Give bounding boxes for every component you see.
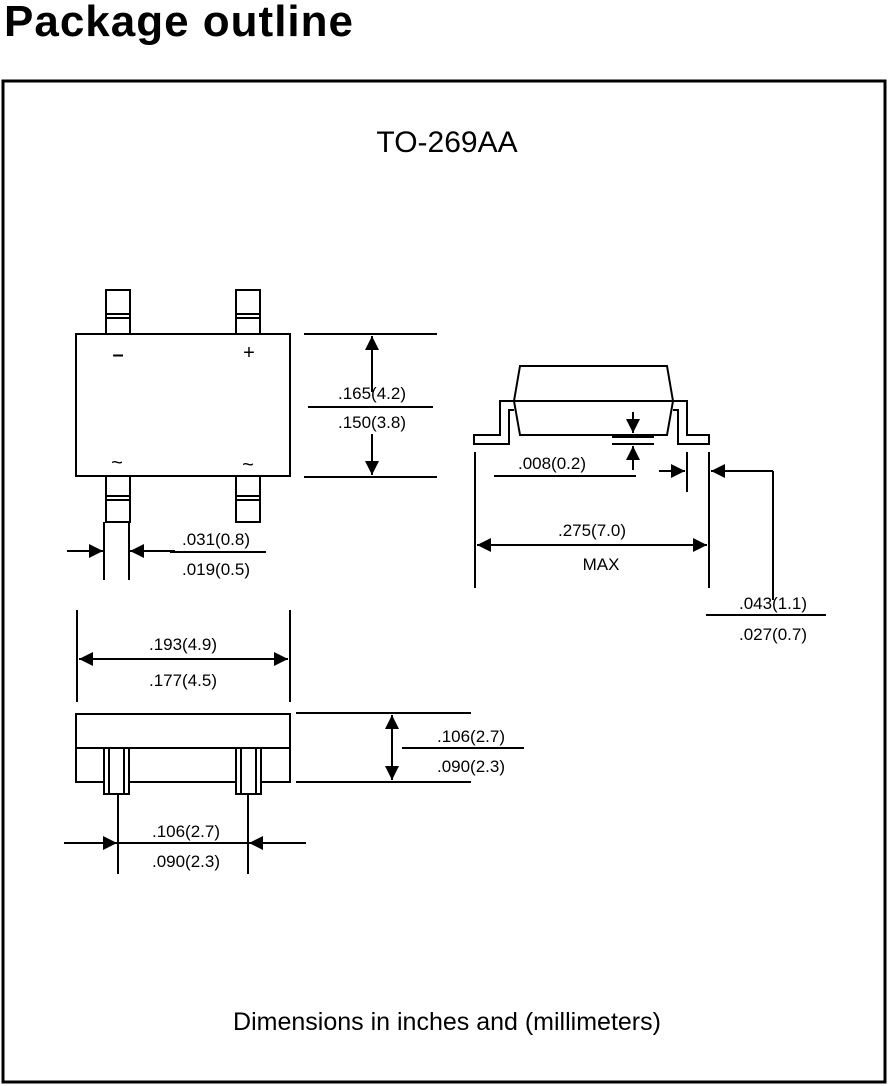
lead-foot-dimension [659, 452, 826, 616]
package-name: TO-269AA [376, 126, 517, 159]
top-view-body [75, 333, 291, 477]
lead-top-left [105, 289, 131, 336]
minus-label: – [112, 344, 123, 366]
lead-pitch-dimension [64, 794, 306, 874]
overall-length-dimension [474, 452, 707, 588]
body-height-dimension [304, 333, 437, 478]
profile-view [473, 365, 710, 445]
overall-length-value: .275(7.0) [558, 521, 626, 540]
body-width-min: .177(4.5) [149, 671, 217, 690]
lead-pitch-max: .106(2.7) [152, 822, 220, 841]
drawing-frame [1, 79, 887, 1084]
side-lead-left [103, 747, 130, 795]
lead-top-right [235, 289, 261, 336]
plus-label: + [243, 342, 255, 364]
side-view [75, 713, 291, 795]
side-height-min: .090(2.3) [437, 757, 505, 776]
body-height-max: .165(4.2) [338, 384, 406, 403]
ac-label-right: ~ [242, 454, 254, 476]
top-view [75, 289, 291, 523]
body-width-max: .193(4.9) [149, 635, 217, 654]
side-lead-right [235, 747, 262, 795]
body-height-min: .150(3.8) [338, 413, 406, 432]
lead-thickness-dimension [494, 412, 654, 477]
dimensions-note: Dimensions in inches and (millimeters) [233, 1008, 661, 1036]
lead-thickness-value: .008(0.2) [518, 454, 586, 473]
lead-foot-min: .027(0.7) [739, 625, 807, 644]
overall-length-note: MAX [583, 555, 620, 574]
body-width-dimension [76, 610, 291, 702]
side-height-dimension [296, 712, 524, 783]
side-height-max: .106(2.7) [437, 727, 505, 746]
lead-width-max: .031(0.8) [182, 530, 250, 549]
lead-width-min: .019(0.5) [182, 560, 250, 579]
lead-foot-max: .043(1.1) [739, 594, 807, 613]
lead-width-dimension [67, 522, 266, 580]
page-heading: Package outline [4, 0, 355, 46]
ac-label-left: ~ [111, 452, 123, 474]
lead-pitch-min: .090(2.3) [152, 852, 220, 871]
